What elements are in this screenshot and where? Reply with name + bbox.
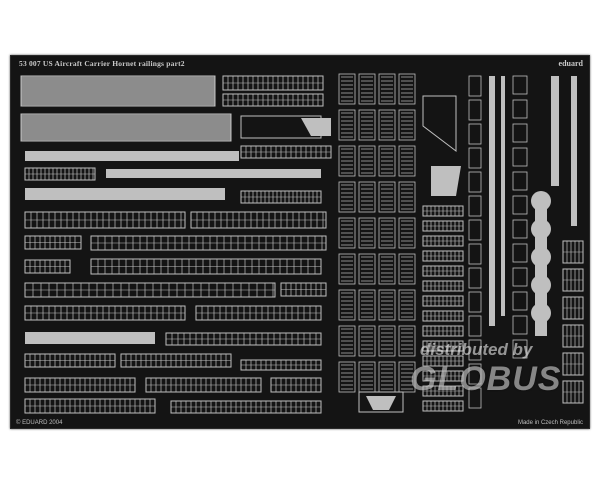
ladder-frame [398, 217, 416, 249]
small-bracket [512, 99, 528, 119]
ladder-frame [358, 217, 376, 249]
small-bracket [512, 195, 528, 215]
origin-text: Made in Czech Republic [517, 420, 583, 426]
small-bracket [512, 291, 528, 311]
small-bracket [468, 315, 482, 337]
ladder-frame [358, 181, 376, 213]
ladder-frame [398, 361, 416, 393]
small-bracket [468, 243, 482, 265]
solid-strip [489, 76, 495, 326]
ladder-frame [358, 109, 376, 141]
ladder-frame [358, 145, 376, 177]
ladder-frame [378, 109, 396, 141]
brand-logo-text: eduard [558, 59, 583, 68]
ladder-frame [398, 145, 416, 177]
ladder-frame [338, 361, 356, 393]
solid-strip [25, 332, 155, 344]
small-bracket [468, 99, 482, 121]
small-bracket [512, 339, 528, 359]
ladder-frame [398, 109, 416, 141]
ladder-frame [338, 145, 356, 177]
mesh-panel [20, 113, 232, 142]
ladder-frame [378, 325, 396, 357]
frame-part [358, 391, 404, 413]
ladder-frame [398, 73, 416, 105]
mesh-panel [20, 75, 216, 107]
solid-strip [25, 151, 239, 161]
small-bracket [468, 219, 482, 241]
small-bracket [468, 147, 482, 169]
small-bracket [512, 75, 528, 95]
solid-strip [535, 196, 547, 336]
deck-plate-part [431, 166, 461, 196]
solid-strip [501, 76, 505, 316]
small-bracket [468, 75, 482, 97]
ladder-frame [378, 181, 396, 213]
ladder-frame [338, 109, 356, 141]
small-bracket [468, 171, 482, 193]
ladder-frame [398, 181, 416, 213]
small-bracket [512, 147, 528, 167]
fret-title: 53 007 US Aircraft Carrier Hornet railin… [19, 59, 185, 68]
ladder-frame [358, 325, 376, 357]
small-bracket [512, 243, 528, 263]
small-bracket [468, 123, 482, 145]
small-bracket [468, 195, 482, 217]
small-bracket [468, 291, 482, 313]
small-bracket [468, 363, 482, 385]
copyright-text: © EDUARD 2004 [16, 420, 63, 426]
deck-plate-part [422, 95, 457, 153]
ladder-frame [378, 73, 396, 105]
ladder-frame [378, 289, 396, 321]
ladder-frame [338, 181, 356, 213]
photo-etch-fret: 53 007 US Aircraft Carrier Hornet railin… [10, 55, 590, 429]
ladder-frame [338, 325, 356, 357]
small-bracket [468, 339, 482, 361]
ladder-frame [358, 253, 376, 285]
ladder-frame [338, 217, 356, 249]
ladder-frame [378, 217, 396, 249]
solid-strip [25, 188, 225, 200]
ladder-frame [398, 289, 416, 321]
small-bracket [512, 171, 528, 191]
small-bracket [468, 387, 482, 409]
ladder-frame [338, 73, 356, 105]
ladder-frame [398, 325, 416, 357]
solid-strip [106, 169, 321, 178]
solid-strip [571, 76, 577, 226]
ladder-frame [358, 73, 376, 105]
ladder-frame [338, 289, 356, 321]
ladder-frame [338, 253, 356, 285]
triangle-part [301, 118, 331, 136]
ladder-frame [378, 145, 396, 177]
small-bracket [468, 267, 482, 289]
small-bracket [512, 219, 528, 239]
frame-part-center [366, 396, 396, 410]
small-bracket [512, 315, 528, 335]
small-bracket [512, 123, 528, 143]
ladder-frame [358, 289, 376, 321]
small-bracket [512, 267, 528, 287]
fret-parts-artwork [20, 73, 584, 414]
ladder-frame [398, 253, 416, 285]
solid-strip [551, 76, 559, 186]
ladder-frame [378, 253, 396, 285]
